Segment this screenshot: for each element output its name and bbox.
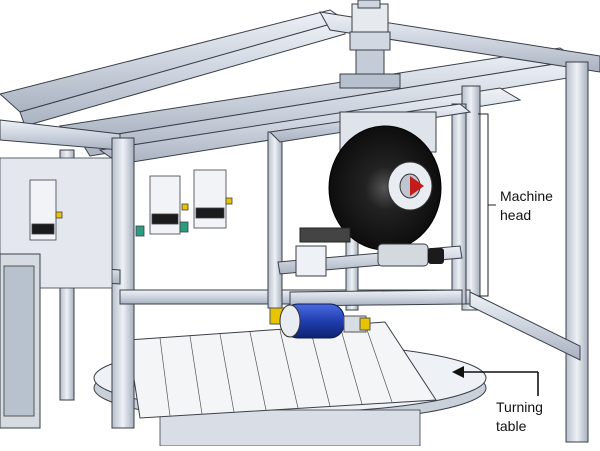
top-motor [339,0,401,89]
machine-head-label-line2: head [500,207,532,223]
side-cabinet [0,253,41,429]
turning-table-label: Turning table [496,398,543,436]
red-indicator [410,176,424,196]
upper-frame [0,9,600,165]
machine-head-label-line1: Machine [500,188,553,204]
machine-head [267,103,472,311]
grooved-plate [127,321,437,419]
turning-table-arrow [452,366,539,396]
turning-table-label-line2: table [496,418,527,434]
blue-roller [269,303,371,339]
machine-head-bracket [478,113,496,297]
machine-head-label: Machine head [500,187,553,225]
turning-table-label-line1: Turning [496,399,543,415]
